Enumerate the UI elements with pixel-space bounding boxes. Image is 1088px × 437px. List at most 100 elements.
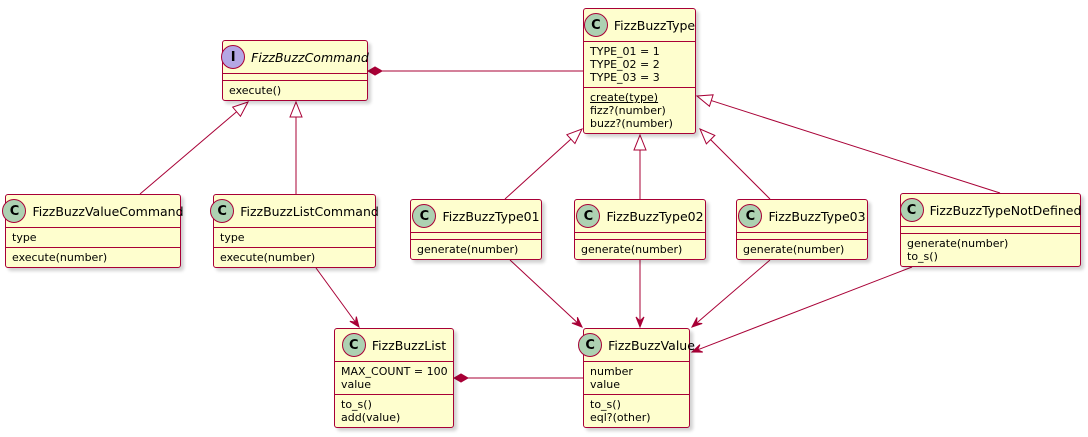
class-badge-icon: C <box>576 204 601 228</box>
inheritance-arrowhead <box>633 133 647 151</box>
method: add(value) <box>341 411 401 424</box>
class-header: C FizzBuzzType03 <box>737 200 867 233</box>
class-header: C FizzBuzzListCommand <box>210 195 379 228</box>
class-badge-icon: C <box>210 199 235 223</box>
class-header: C FizzBuzzType <box>583 9 696 42</box>
class-badge-icon: C <box>899 198 924 222</box>
class-header: C FizzBuzzType01 <box>411 200 541 233</box>
class-methods: generate(number) <box>411 240 541 259</box>
class-t02: C FizzBuzzType02 generate(number) <box>574 199 706 260</box>
association-arrowhead <box>690 317 703 328</box>
class-fields: type <box>6 228 180 248</box>
class-methods: execute() <box>223 81 367 100</box>
relation-association-line <box>509 259 581 327</box>
method: execute() <box>229 84 282 97</box>
class-badge-icon: C <box>2 199 27 223</box>
relation-association-line <box>693 266 913 352</box>
class-methods: create(type)fizz?(number)buzz?(number) <box>584 88 695 133</box>
class-methods: execute(number) <box>214 248 375 267</box>
field: value <box>341 378 372 391</box>
class-listcmd: C FizzBuzzListCommand type execute(number) <box>210 194 379 268</box>
class-name: FizzBuzzValueCommand <box>32 203 184 219</box>
class-fields: type <box>214 228 375 248</box>
inheritance-arrowhead <box>231 101 250 118</box>
class-header: C FizzBuzzValueCommand <box>2 195 184 228</box>
method: generate(number) <box>417 243 519 256</box>
inheritance-arrowhead <box>699 128 716 145</box>
class-fields <box>223 74 367 81</box>
relation-association-line <box>315 267 359 326</box>
method: execute(number) <box>12 251 108 264</box>
class-badge-icon: C <box>738 204 763 228</box>
composition-diamond <box>452 373 470 383</box>
field: TYPE_03 = 3 <box>590 71 660 84</box>
inheritance-arrowhead <box>565 128 583 145</box>
class-name: FizzBuzzTypeNotDefined <box>929 202 1082 218</box>
class-name: FizzBuzzListCommand <box>240 203 379 219</box>
method: execute(number) <box>220 251 316 264</box>
class-badge-icon: C <box>578 333 603 357</box>
class-fields <box>737 233 867 240</box>
class-methods: to_s()eql?(other) <box>584 395 689 427</box>
field: number <box>590 365 633 378</box>
method: generate(number) <box>907 237 1009 250</box>
field: value <box>590 378 621 391</box>
field: MAX_COUNT = 100 <box>341 365 448 378</box>
class-methods: execute(number) <box>6 248 180 267</box>
relation-association-line <box>693 259 771 327</box>
field: type <box>12 231 37 244</box>
class-tnd: C FizzBuzzTypeNotDefined generate(number)t… <box>899 193 1082 267</box>
class-methods: generate(number) <box>737 240 867 259</box>
class-name: FizzBuzzType01 <box>442 208 540 224</box>
class-header: I FizzBuzzCommand <box>221 41 369 74</box>
inheritance-arrowhead <box>289 100 303 118</box>
class-header: C FizzBuzzTypeNotDefined <box>899 194 1082 227</box>
method: to_s() <box>341 398 372 411</box>
composition-diamond <box>366 66 384 76</box>
relation-extends-line <box>711 100 1001 194</box>
association-arrowhead <box>349 316 360 329</box>
method: fizz?(number) <box>590 104 666 117</box>
field: type <box>220 231 245 244</box>
class-name: FizzBuzzType03 <box>768 208 866 224</box>
method: buzz?(number) <box>590 117 673 130</box>
class-t01: C FizzBuzzType01 generate(number) <box>410 199 542 260</box>
class-name: FizzBuzzType02 <box>606 208 704 224</box>
class-fields <box>575 233 705 240</box>
association-arrowhead <box>571 317 583 328</box>
relation-extends-line <box>139 111 237 195</box>
method: to_s() <box>590 398 621 411</box>
field: TYPE_02 = 2 <box>590 58 660 71</box>
class-name: FizzBuzzType <box>613 17 696 33</box>
class-badge-icon: C <box>583 13 608 37</box>
field: TYPE_01 = 1 <box>590 45 660 58</box>
class-valcmd: C FizzBuzzValueCommand type execute(number) <box>2 194 184 268</box>
method: generate(number) <box>581 243 683 256</box>
association-arrowhead <box>635 316 645 329</box>
inheritance-arrowhead <box>695 94 714 108</box>
class-badge-icon: C <box>341 333 366 357</box>
method: create(type) <box>590 91 659 104</box>
relation-extends-line <box>710 139 771 200</box>
method: to_s() <box>907 250 938 263</box>
class-cmd: I FizzBuzzCommand execute() <box>221 40 369 101</box>
class-badge-icon: C <box>412 204 437 228</box>
relation-extends-line <box>504 138 572 200</box>
interface-badge-icon: I <box>221 45 246 69</box>
class-header: C FizzBuzzValue <box>578 329 695 362</box>
class-methods: generate(number) <box>575 240 705 259</box>
class-name: FizzBuzzValue <box>608 337 695 353</box>
class-name: FizzBuzzCommand <box>251 49 369 65</box>
class-t03: C FizzBuzzType03 generate(number) <box>736 199 868 260</box>
class-methods: generate(number)to_s() <box>901 234 1080 266</box>
method: generate(number) <box>743 243 845 256</box>
